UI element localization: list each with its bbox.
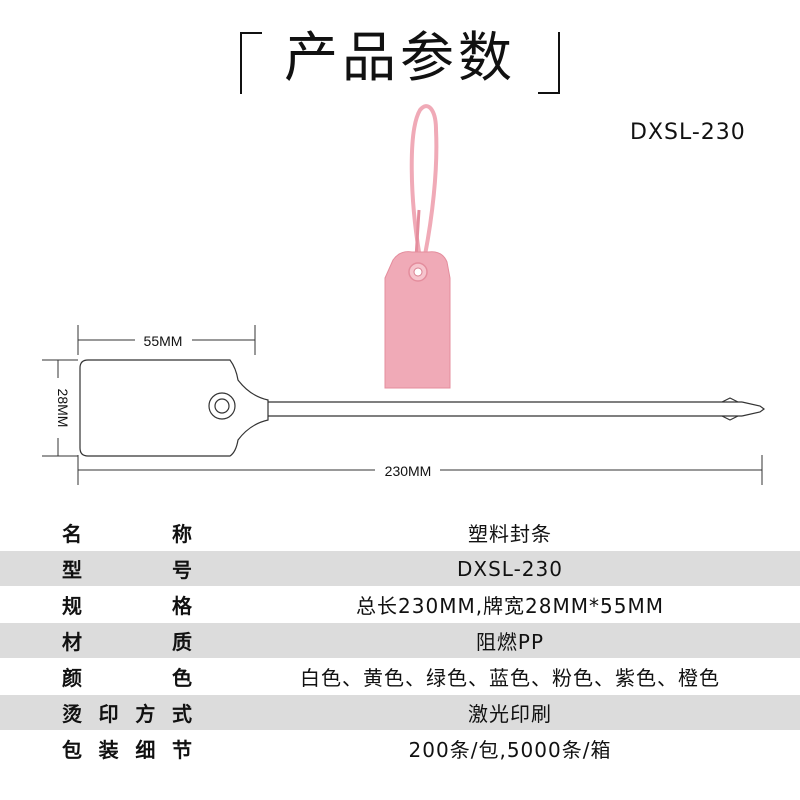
spec-value: 阻燃PP: [475, 630, 545, 654]
spec-label-char: 材: [62, 630, 82, 654]
seal-loop: [409, 104, 439, 261]
spec-row: 烫印方式 激光印刷: [0, 695, 800, 731]
spec-label-char: 规: [62, 594, 82, 618]
spec-label-char: 名: [62, 522, 82, 546]
title-bracket-left: [240, 32, 262, 94]
dim-width: [77, 325, 256, 355]
tag-eyelet-outer: [208, 392, 236, 420]
dim-height: [42, 359, 78, 457]
spec-label-char: 方: [135, 702, 156, 726]
spec-label-char: 式: [171, 702, 192, 726]
title-bracket-right: [538, 32, 560, 94]
spec-label-char: 质: [172, 630, 192, 654]
spec-label-char: 细: [135, 738, 156, 762]
dim-width-label: 55MM: [144, 333, 183, 349]
spec-label: 包装细节: [62, 734, 192, 763]
spec-label-char: 颜: [62, 666, 82, 690]
spec-label: 颜色: [62, 662, 192, 691]
spec-label: 材质: [62, 626, 192, 655]
spec-row: 名称塑料封条: [0, 515, 800, 551]
tag-outline: [79, 359, 269, 457]
dim-length: [77, 455, 763, 485]
spec-label-char: 包: [62, 738, 82, 762]
spec-label-char: 烫: [62, 702, 82, 726]
spec-label-char: 号: [172, 558, 192, 582]
seal-loop-inner: [414, 209, 421, 259]
spec-row: 颜色白色、黄色、绿色、蓝色、粉色、紫色、橙色: [0, 659, 800, 695]
spec-label-char: 型: [62, 558, 82, 582]
spec-label-char: 装: [98, 738, 119, 762]
spec-value: 总长230MM,牌宽28MM*55MM: [356, 594, 664, 618]
model-number: DXSL-230: [630, 120, 746, 145]
spec-row: 材质阻燃PP: [0, 623, 800, 659]
pink-tag: [384, 251, 451, 389]
spec-label: 烫印方式: [62, 698, 192, 727]
dim-length-label: 230MM: [385, 463, 432, 479]
spec-row: 包装细节 200条/包,5000条/箱: [0, 731, 800, 767]
spec-value: 塑料封条: [468, 522, 552, 546]
page-title: 产品参数: [284, 26, 516, 89]
product-diagram: 55MM 28MM 230MM: [42, 104, 765, 485]
spec-label-char: 格: [172, 594, 192, 618]
tag-eyelet-inner: [214, 398, 230, 414]
spec-label: 型号: [62, 554, 192, 583]
spec-label: 规格: [62, 590, 192, 619]
tag-drawing: [79, 359, 765, 457]
strap-teeth: [721, 397, 739, 421]
spec-label-char: 称: [172, 522, 192, 546]
pink-tag-eyelet-inner: [413, 267, 423, 277]
spec-value: DXSL-230: [457, 556, 563, 581]
title-area: 产品参数: [0, 10, 800, 105]
product-photo: [384, 104, 451, 389]
spec-label-char: 节: [171, 738, 192, 762]
spec-label-char: 色: [172, 666, 192, 690]
spec-label: 名称: [62, 518, 192, 547]
spec-row: 规格总长230MM,牌宽28MM*55MM: [0, 587, 800, 623]
dim-height-label: 28MM: [55, 389, 71, 428]
spec-value: 白色、黄色、绿色、蓝色、粉色、紫色、橙色: [300, 666, 720, 690]
spec-value: 200条/包,5000条/箱: [408, 738, 612, 762]
spec-value: 激光印刷: [468, 702, 552, 726]
strap-tip: [741, 401, 765, 417]
spec-label-char: 印: [98, 702, 119, 726]
